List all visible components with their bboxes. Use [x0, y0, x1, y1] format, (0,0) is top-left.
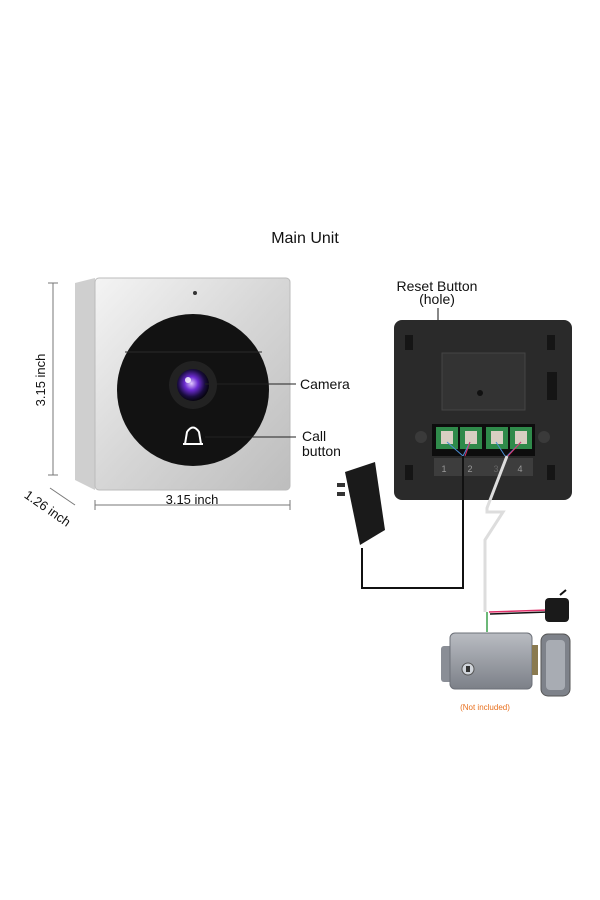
dimension-lines	[48, 282, 291, 510]
call-button-label-line2: button	[302, 443, 341, 459]
terminal-number-2: 2	[467, 464, 472, 474]
depth-dimension: 1.26 inch	[22, 487, 74, 530]
electric-lock-icon	[441, 632, 571, 697]
lock-wire	[483, 455, 509, 612]
power-wire	[361, 456, 464, 589]
page-title: Main Unit	[271, 230, 339, 247]
call-button-label-line1: Call	[302, 428, 326, 444]
camera-label: Camera	[300, 376, 350, 392]
height-dimension: 3.15 inch	[33, 354, 48, 407]
terminal-number-4: 4	[517, 464, 522, 474]
terminal-number-1: 1	[441, 464, 446, 474]
power-adapter-icon	[337, 462, 385, 545]
lock-adapter-icon	[545, 589, 569, 622]
microphone-hole-icon	[193, 291, 197, 295]
reset-label-line1: Reset Button	[397, 278, 478, 294]
terminal-block	[436, 427, 532, 457]
not-included-note: (Not included)	[460, 703, 510, 712]
terminal-number-3: 3	[493, 464, 498, 474]
back-unit	[394, 320, 572, 500]
width-dimension: 3.15 inch	[166, 492, 219, 507]
bell-icon	[183, 426, 203, 445]
reset-label-line2: (hole)	[419, 291, 455, 307]
